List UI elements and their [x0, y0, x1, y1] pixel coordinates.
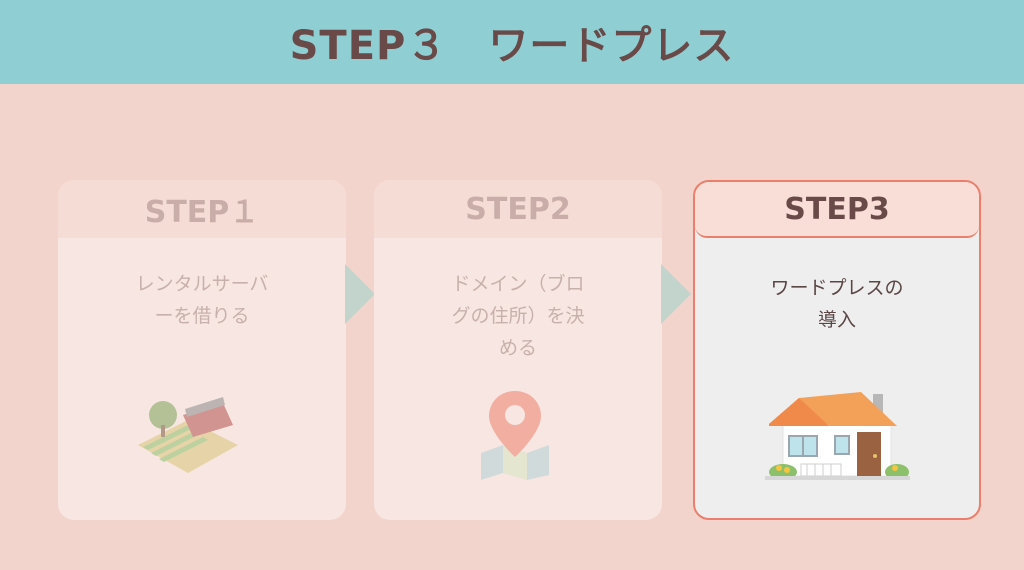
map-pin-icon	[481, 391, 549, 480]
step-card-2: STEP2 ドメイン（ブロ グの住所）を決 める	[374, 180, 662, 520]
step-label: STEP１	[58, 180, 346, 238]
step-arrow-2	[661, 264, 691, 324]
step-description: ワードプレスの 導入	[770, 277, 904, 331]
farmhouse-illustration-icon	[138, 397, 238, 473]
page-header: STEP３ ワードプレス	[0, 0, 1024, 84]
house-icon	[765, 392, 910, 480]
step-arrow-1	[345, 264, 375, 324]
step-description: レンタルサーバ ーを借りる	[135, 273, 269, 327]
step-description: ドメイン（ブロ グの住所）を決 める	[451, 273, 585, 359]
page-title: STEP３ ワードプレス	[289, 23, 735, 69]
step-label: STEP3	[695, 182, 979, 238]
step-label: STEP2	[374, 180, 662, 238]
